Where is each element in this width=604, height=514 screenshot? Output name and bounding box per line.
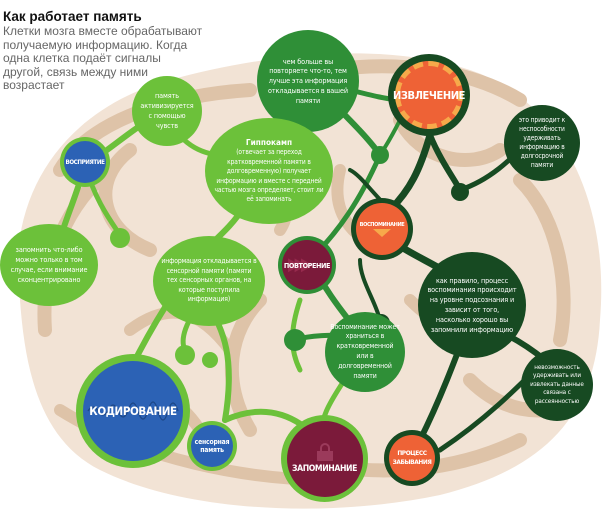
page-title: Как работает память [3,9,142,24]
stage-encoding: КОДИРОВАНИЕ [76,354,190,468]
stage-perception: ВОСПРИЯТИЕ [60,137,110,187]
fast-forward-icon: ▶▶▶ [288,254,313,275]
note-sensory-storage: информация откладывается в сенсорной пам… [153,236,265,326]
recollection-triangle-icon [373,228,391,237]
wave-icon [87,401,179,421]
note-repeat-more: чем больше вы повторяете что-то, тем луч… [257,30,359,132]
page-description: Клетки мозга вместе обрабатывают получае… [3,24,203,93]
stage-sensory-memory: сенсорная память [187,421,237,471]
stage-retrieval: ИЗВЛЕЧЕНИЕ [388,54,470,136]
note-attention: запомнить что-либо можно только в том сл… [0,224,98,306]
note-storage-types: Воспоминание может храниться в кратковре… [325,312,405,392]
note-hippocampus: Гиппокамп (отвечает за переход кратковре… [205,118,333,224]
note-scattered: невозможность удерживать или извлекать д… [521,349,593,421]
note-inability: это приводит к неспособности удерживать … [504,105,580,181]
lock-icon [316,443,333,461]
stage-memorization: ЗАПОМИНАНИЕ [281,415,368,502]
stage-recollection: ВОСПОМИНАНИЕ [351,198,413,260]
note-subconscious: как правило, процесс воспоминания происх… [418,252,526,358]
note-senses: память активизируется с помощью чувств [132,76,202,146]
stage-repetition: ▶▶▶ ПОВТОРЕНИЕ [278,236,336,294]
stage-forgetting: ПРОЦЕСС ЗАБЫВАНИЯ [384,430,440,486]
